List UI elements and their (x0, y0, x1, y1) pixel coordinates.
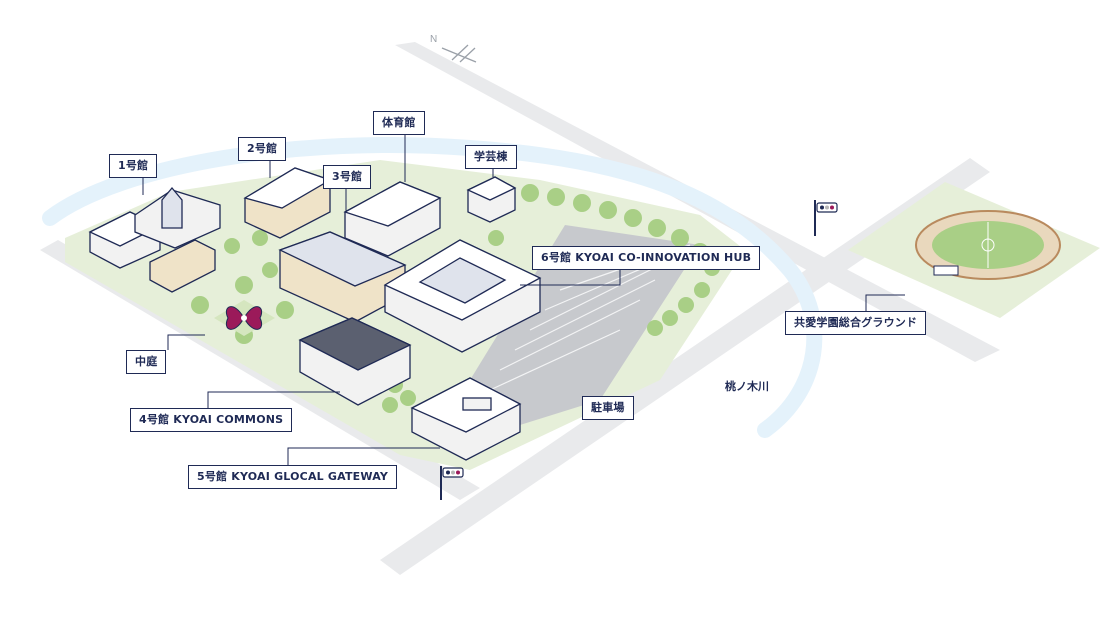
label-gymnasium[interactable]: 体育館 (373, 111, 425, 135)
label-building-6[interactable]: 6号館 KYOAI CO-INNOVATION HUB (532, 246, 761, 270)
compass-north-letter: N (430, 34, 438, 45)
gymnasium (343, 181, 442, 257)
parking-area (470, 225, 700, 425)
building-6 (383, 239, 542, 353)
label-building-3[interactable]: 3号館 (323, 165, 372, 189)
road-main-east (380, 158, 990, 575)
ground-bus (933, 265, 959, 276)
label-sports-ground[interactable]: 共愛学園総合グラウンド (785, 311, 927, 335)
north-compass (441, 44, 477, 63)
label-building-5[interactable]: 5号館 KYOAI GLOCAL GATEWAY (188, 465, 398, 489)
traffic-signal-south (440, 466, 464, 500)
building-3 (278, 231, 407, 323)
arts-building (466, 176, 517, 223)
label-courtyard[interactable]: 中庭 (126, 350, 167, 374)
building-1 (88, 186, 221, 293)
label-arts-building[interactable]: 学芸棟 (465, 145, 517, 169)
label-building-1[interactable]: 1号館 (109, 154, 158, 178)
label-building-4[interactable]: 4号館 KYOAI COMMONS (130, 408, 293, 432)
leader-lines (142, 134, 905, 465)
building-2 (243, 167, 332, 239)
label-building-2[interactable]: 2号館 (238, 137, 287, 161)
traffic-signal-north (814, 200, 838, 236)
courtyard-center (241, 315, 247, 321)
building-5 (410, 377, 522, 461)
building-4 (298, 317, 412, 406)
label-river: 桃ノ木川 (725, 380, 769, 393)
label-parking[interactable]: 駐車場 (582, 396, 634, 420)
field-center-circle (981, 238, 995, 252)
